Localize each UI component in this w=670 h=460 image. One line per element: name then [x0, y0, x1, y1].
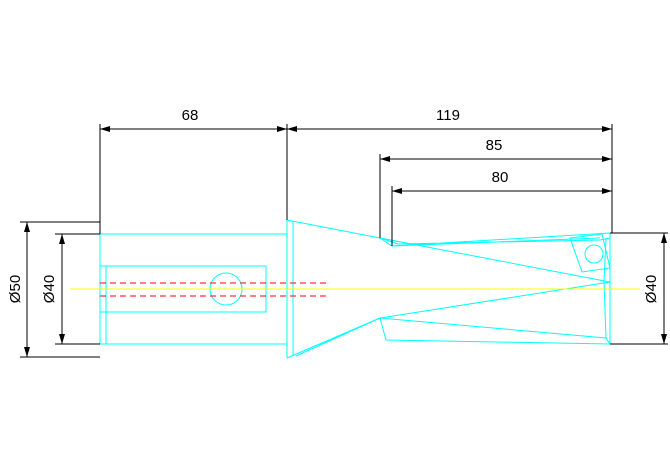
dim-d50-label: Ø50	[7, 275, 24, 303]
dim-d40-right-label: Ø40	[643, 275, 660, 303]
dim-85-label: 85	[486, 137, 503, 154]
tip-hole	[584, 244, 604, 264]
dim-68-label: 68	[182, 107, 199, 124]
lower-insert	[379, 317, 611, 345]
dim-d40-left-label: Ø40	[41, 275, 58, 303]
dim-80-label: 80	[492, 169, 509, 186]
dimension-lines	[20, 124, 668, 358]
coolant-channels	[100, 282, 330, 297]
dim-119-label: 119	[436, 107, 460, 124]
upper-insert	[379, 232, 611, 247]
